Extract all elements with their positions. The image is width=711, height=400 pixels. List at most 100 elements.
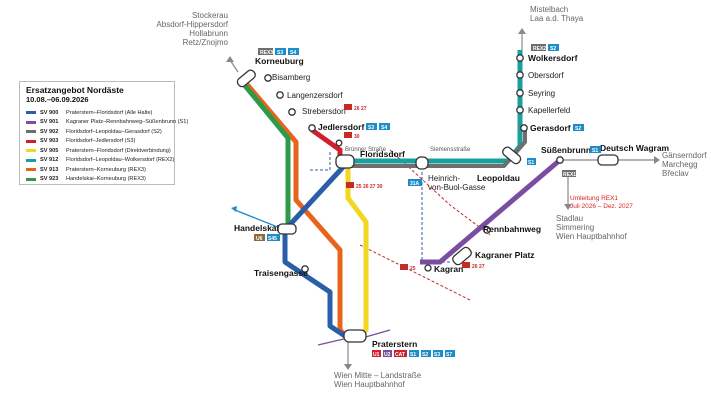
dest-hauptbahnhof-s: Wien Hauptbahnhof xyxy=(334,380,405,389)
legend-code: SV 913 xyxy=(40,166,59,173)
label-suessenbrunn: Süßenbrunn xyxy=(541,145,591,155)
s45-arrow xyxy=(231,206,237,212)
tags-jedlersdorf: S3 S4 xyxy=(366,123,390,131)
label-deutsch-wagram: Deutsch Wagram xyxy=(600,143,670,153)
tags-suessenbrunn: S1 xyxy=(590,146,601,154)
tram-brunner: 30 xyxy=(354,134,360,140)
legend-dates: 10.08.–06.09.2026 xyxy=(26,95,89,104)
tag-suessenbrunn-s1: S1 xyxy=(592,148,598,154)
tag-korneuburg-s3: S3 xyxy=(277,50,283,56)
label-heinrich-2: von-Buol-Gasse xyxy=(428,183,486,192)
dest-breclav: Břeclav xyxy=(662,169,689,178)
legend-swatch xyxy=(26,168,36,172)
tags-wolkersdorf: REX2 S2 xyxy=(531,44,559,52)
dest-laa: Laa a.d. Thaya xyxy=(530,14,584,23)
legend-code: SV 912 xyxy=(40,157,59,164)
line-s45-stub xyxy=(234,209,286,231)
legend-desc: Floridsdorf–Jedlersdorf (S3) xyxy=(66,138,136,145)
tram-floridsdorf: 25 26 27 30 xyxy=(356,184,383,190)
tag-praterstern-cat: CAT xyxy=(395,352,405,358)
dest-stockerau: Stockerau xyxy=(192,11,228,20)
tram-strebersdorf: 26 27 xyxy=(354,106,367,112)
line-sv913 xyxy=(243,80,350,340)
tag-praterstern-u2: U2 xyxy=(384,352,391,358)
dest-simmering: Simmering xyxy=(556,223,594,232)
legend-swatch xyxy=(26,111,36,115)
line-sv912 xyxy=(345,50,523,164)
destinations-east: Gänserndorf Marchegg Břeclav xyxy=(662,151,707,178)
label-seyring: Seyring xyxy=(528,89,555,98)
station-markers xyxy=(236,54,619,343)
line-sv901 xyxy=(420,158,562,265)
arrow-heads xyxy=(226,28,660,370)
tag-jedlersdorf-s4: S4 xyxy=(381,125,387,131)
legend-swatch xyxy=(26,139,36,143)
label-siemensstrasse: Siemensstraße xyxy=(430,147,471,153)
destinations-southeast: Stadlau Simmering Wien Hauptbahnhof xyxy=(556,214,627,241)
svg-text:S1: S1 xyxy=(528,160,534,166)
tag-praterstern-u1: U1 xyxy=(373,352,380,358)
dest-stadlau: Stadlau xyxy=(556,214,583,223)
tag-korneuburg-rex3: REX3 xyxy=(260,50,273,56)
tag-praterstern-s3: S3 xyxy=(434,352,440,358)
tag-wolkersdorf-s2: S2 xyxy=(550,46,556,52)
legend-code: SV 902 xyxy=(40,128,59,135)
svg-text:REX1: REX1 xyxy=(563,172,576,178)
dest-marchegg: Marchegg xyxy=(662,160,698,169)
tags-gerasdorf: S2 xyxy=(573,124,584,132)
tram-kagran: 25 xyxy=(410,266,416,272)
tags-handelskai: U6 S45 xyxy=(254,234,280,242)
legend-swatch xyxy=(26,149,36,153)
label-strebersdorf: Strebersdorf xyxy=(302,107,347,116)
legend-code: SV 901 xyxy=(40,119,59,126)
tag-praterstern-s2: S2 xyxy=(422,352,428,358)
label-bisamberg: Bisamberg xyxy=(272,73,310,82)
tag-wolkersdorf-rex2: REX2 xyxy=(533,46,546,52)
label-langenzersdorf: Langenzersdorf xyxy=(287,91,343,100)
label-kagran: Kagran xyxy=(434,264,463,274)
tags-korneuburg: REX3 S3 S4 xyxy=(258,48,299,56)
label-floridsdorf: Floridsdorf xyxy=(360,149,405,159)
label-wolkersdorf: Wolkersdorf xyxy=(528,53,578,63)
tag-praterstern-s1: S1 xyxy=(410,352,416,358)
dest-retz: Retz/Znojmo xyxy=(183,38,229,47)
dest-hauptbahnhof-se: Wien Hauptbahnhof xyxy=(556,232,627,241)
tag-handelskai-s45: S45 xyxy=(268,236,277,242)
legend-swatch xyxy=(26,158,36,162)
label-handelskai: Handelskai xyxy=(234,223,279,233)
destinations-south: Wien Mitte – Landstraße Wien Hauptbahnho… xyxy=(334,371,422,389)
tag-praterstern-s7: S7 xyxy=(446,352,452,358)
tag-jedlersdorf-s3: S3 xyxy=(368,125,374,131)
label-traisengasse: Traisengasse xyxy=(254,268,308,278)
tag-deutschwagram-rex1: REX1 xyxy=(562,170,576,178)
line-purple-west xyxy=(317,337,349,346)
legend-swatch xyxy=(26,177,36,181)
legend-swatch xyxy=(26,120,36,124)
label-jedlersdorf: Jedlersdorf xyxy=(318,122,364,132)
legend-code: SV 905 xyxy=(40,147,59,154)
tag-korneuburg-s4: S4 xyxy=(290,50,296,56)
legend-row: SV 912 Floridsdorf–Leopoldau–Wolkersdorf … xyxy=(26,156,174,166)
label-kapellerfeld: Kapellerfeld xyxy=(528,106,570,115)
tag-leopoldau-s1: S1 xyxy=(527,158,536,166)
label-korneuburg: Korneuburg xyxy=(255,56,304,66)
line-sv905 xyxy=(345,168,369,340)
legend-desc: Floridsdorf–Leopoldau–Wolkersdorf (REX2) xyxy=(66,157,175,164)
dest-gaenserndorf: Gänserndorf xyxy=(662,151,707,160)
tag-bus-31a: 31A xyxy=(408,179,422,187)
label-leopoldau: Leopoldau xyxy=(477,173,520,183)
line-sv900 xyxy=(282,163,350,341)
tram-kagraner-platz: 26 27 xyxy=(472,264,485,270)
legend-code: SV 900 xyxy=(40,109,59,116)
destinations-north: Mistelbach Laa a.d. Thaya xyxy=(530,5,584,23)
tag-handelskai-u6: U6 xyxy=(256,236,263,242)
legend-code: SV 923 xyxy=(40,176,59,183)
